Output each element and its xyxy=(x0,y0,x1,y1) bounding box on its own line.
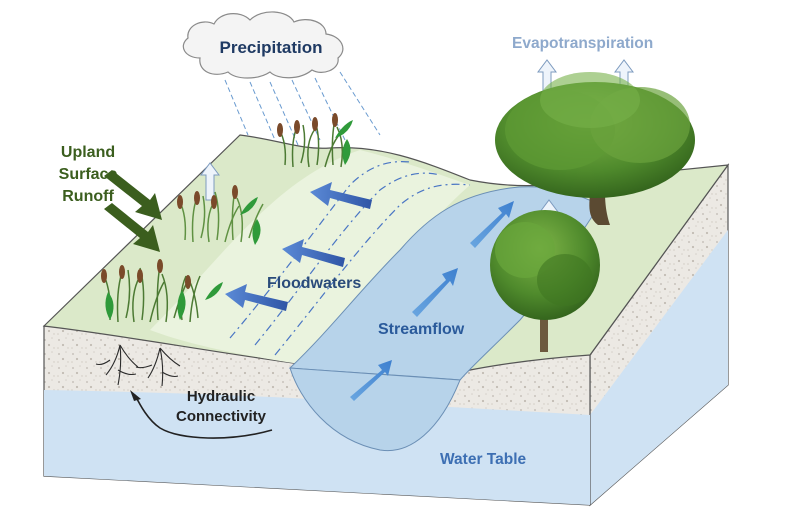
floodwater-arrows xyxy=(225,182,372,311)
water-table-right xyxy=(590,230,728,505)
tree-icon xyxy=(495,72,695,225)
hydraulic-line2: Connectivity xyxy=(175,408,266,425)
reed-icon xyxy=(103,118,344,323)
upland-runoff-line2: Surface xyxy=(58,166,118,183)
roots-icon xyxy=(95,344,181,387)
broad-leaf-plants xyxy=(105,120,353,320)
water-table-label: Water Table xyxy=(440,451,527,468)
cloud-icon xyxy=(182,11,344,79)
hydraulic-connectivity-arrow xyxy=(130,390,273,439)
upland-runoff-arrows xyxy=(104,170,162,252)
floodwaters-label: Floodwaters xyxy=(267,275,362,292)
cattail-heads xyxy=(101,113,338,289)
precipitation-label: Precipitation xyxy=(219,38,323,57)
rain-lines xyxy=(224,71,381,146)
tree-icon xyxy=(490,210,600,352)
stream-cross-section xyxy=(289,367,461,452)
upland-runoff-line3: Runoff xyxy=(62,188,114,205)
hydraulic-line1: Hydraulic xyxy=(186,388,256,405)
evapotranspiration-label: Evapotranspiration xyxy=(512,35,654,52)
upland-runoff-label: Upland Surface Runoff xyxy=(48,142,128,208)
upland-runoff-line1: Upland xyxy=(60,144,116,161)
water-table-front xyxy=(44,390,590,505)
streamflow-label: Streamflow xyxy=(378,321,465,338)
streamflow-arrows xyxy=(350,201,514,401)
hydraulic-connectivity-label: Hydraulic Connectivity xyxy=(166,387,276,427)
